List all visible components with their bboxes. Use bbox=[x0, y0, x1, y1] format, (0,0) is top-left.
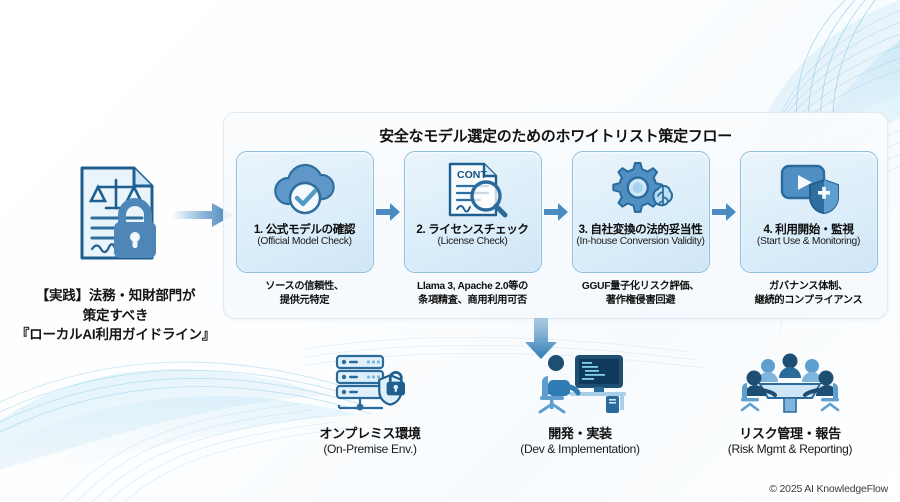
flow-arrow-into-panel bbox=[172, 203, 233, 227]
meeting-table-icon bbox=[690, 352, 890, 414]
outcome-title: リスク管理・報告 bbox=[739, 426, 841, 441]
outcome-title-en: (On-Premise Env.) bbox=[323, 442, 417, 456]
developer-workstation-icon bbox=[480, 352, 680, 414]
server-shield-lock-icon bbox=[270, 352, 470, 414]
source-caption-line-3: 『ローカルAI利用ガイドライン』 bbox=[15, 327, 216, 343]
flow-step-3: 3. 自社変換の法的妥当性 (In-house Conversion Valid… bbox=[570, 151, 711, 308]
flow-step-2: CONT 2. ライセンスチェック (License Che bbox=[402, 151, 543, 308]
flow-step-4: 4. 利用開始・監視 (Start Use & Monitoring) ガバナン… bbox=[738, 151, 879, 308]
flow-arrow-down-to-outcomes bbox=[525, 318, 557, 359]
flow-step-note: ガバナンス体制、 継続的コンプライアンス bbox=[755, 280, 863, 308]
source-caption-line-1: 【実践】法務・知財部門が bbox=[35, 288, 196, 303]
outcomes-row: オンプレミス環境 (On-Premise Env.) bbox=[270, 352, 890, 467]
flow-arrow-2-to-3 bbox=[543, 151, 570, 273]
play-shield-icon bbox=[774, 157, 844, 221]
source-caption-line-2: 策定すべき bbox=[82, 307, 149, 323]
flow-step-note-line-2: 継続的コンプライアンス bbox=[754, 294, 863, 306]
flow-step-title-en: (In-house Conversion Validity) bbox=[576, 236, 705, 248]
flow-step-note-line-1: ガバナンス体制、 bbox=[769, 281, 848, 292]
contract-magnifier-icon: CONT bbox=[438, 157, 508, 221]
flow-step-note: GGUF量子化リスク評価、 著作権侵害回避 bbox=[581, 280, 700, 308]
flow-step-title: 2. ライセンスチェック bbox=[416, 223, 529, 236]
panel-title: 安全なモデル選定のためのホワイトリスト策定フロー bbox=[379, 128, 732, 145]
flow-step-cards: 1. 公式モデルの確認 (Official Model Check) ソースの信… bbox=[234, 151, 879, 313]
outcome-title: オンプレミス環境 bbox=[319, 426, 421, 441]
flow-step-note-line-1: Llama 3, Apache 2.0等の bbox=[416, 281, 529, 292]
flow-step-card[interactable]: 3. 自社変換の法的妥当性 (In-house Conversion Valid… bbox=[571, 151, 710, 273]
flow-step-title-en: (Official Model Check) bbox=[257, 236, 352, 248]
flow-step-title: 3. 自社変換の法的妥当性 bbox=[578, 223, 703, 236]
flow-step-title: 4. 利用開始・監視 bbox=[763, 223, 854, 236]
flow-step-title-en: (Start Use & Monitoring) bbox=[756, 236, 861, 248]
flow-step-title-en: (License Check) bbox=[437, 236, 508, 248]
copyright-footer: © 2025 AI KnowledgeFlow bbox=[769, 483, 888, 495]
gear-brain-icon bbox=[605, 157, 677, 221]
legal-document-lock-icon bbox=[8, 150, 223, 270]
flow-step-note: Llama 3, Apache 2.0等の 条項精査、商用利用可否 bbox=[417, 280, 528, 308]
flow-step-note-line-1: ソースの信頼性、 bbox=[265, 281, 344, 292]
flow-step-note-line-1: GGUF量子化リスク評価、 bbox=[581, 281, 700, 292]
contract-icon-label: CONT bbox=[457, 169, 487, 181]
cloud-check-icon bbox=[268, 157, 342, 221]
outcome-title: 開発・実装 bbox=[548, 426, 612, 441]
flow-step-note-line-2: 条項精査、商用利用可否 bbox=[418, 294, 527, 306]
flow-step-note-line-2: 提供元特定 bbox=[279, 294, 330, 306]
outcome-title-en: (Risk Mgmt & Reporting) bbox=[727, 442, 853, 456]
outcome-risk-management: リスク管理・報告 (Risk Mgmt & Reporting) bbox=[690, 352, 890, 467]
outcome-on-premise: オンプレミス環境 (On-Premise Env.) bbox=[270, 352, 470, 467]
source-caption: 【実践】法務・知財部門が 策定すべき 『ローカルAI利用ガイドライン』 bbox=[8, 286, 223, 345]
source-block: 【実践】法務・知財部門が 策定すべき 『ローカルAI利用ガイドライン』 bbox=[8, 150, 223, 345]
flow-step-note: ソースの信頼性、 提供元特定 bbox=[265, 280, 344, 308]
flow-step-card[interactable]: 4. 利用開始・監視 (Start Use & Monitoring) bbox=[739, 151, 878, 273]
flow-arrow-1-to-2 bbox=[375, 151, 402, 273]
outcome-dev-implementation: 開発・実装 (Dev & Implementation) bbox=[480, 352, 680, 467]
flow-step-card[interactable]: 1. 公式モデルの確認 (Official Model Check) bbox=[235, 151, 374, 273]
flow-step-note-line-2: 著作権侵害回避 bbox=[605, 294, 676, 306]
outcome-title-en: (Dev & Implementation) bbox=[520, 442, 640, 456]
flow-arrow-3-to-4 bbox=[711, 151, 738, 273]
flow-step-title: 1. 公式モデルの確認 bbox=[253, 223, 356, 236]
flow-step-1: 1. 公式モデルの確認 (Official Model Check) ソースの信… bbox=[234, 151, 375, 308]
whitelist-flow-panel: 安全なモデル選定のためのホワイトリスト策定フロー 1. 公式モデルの確認 (Of… bbox=[223, 112, 888, 319]
flow-step-card[interactable]: CONT 2. ライセンスチェック (License Che bbox=[403, 151, 542, 273]
